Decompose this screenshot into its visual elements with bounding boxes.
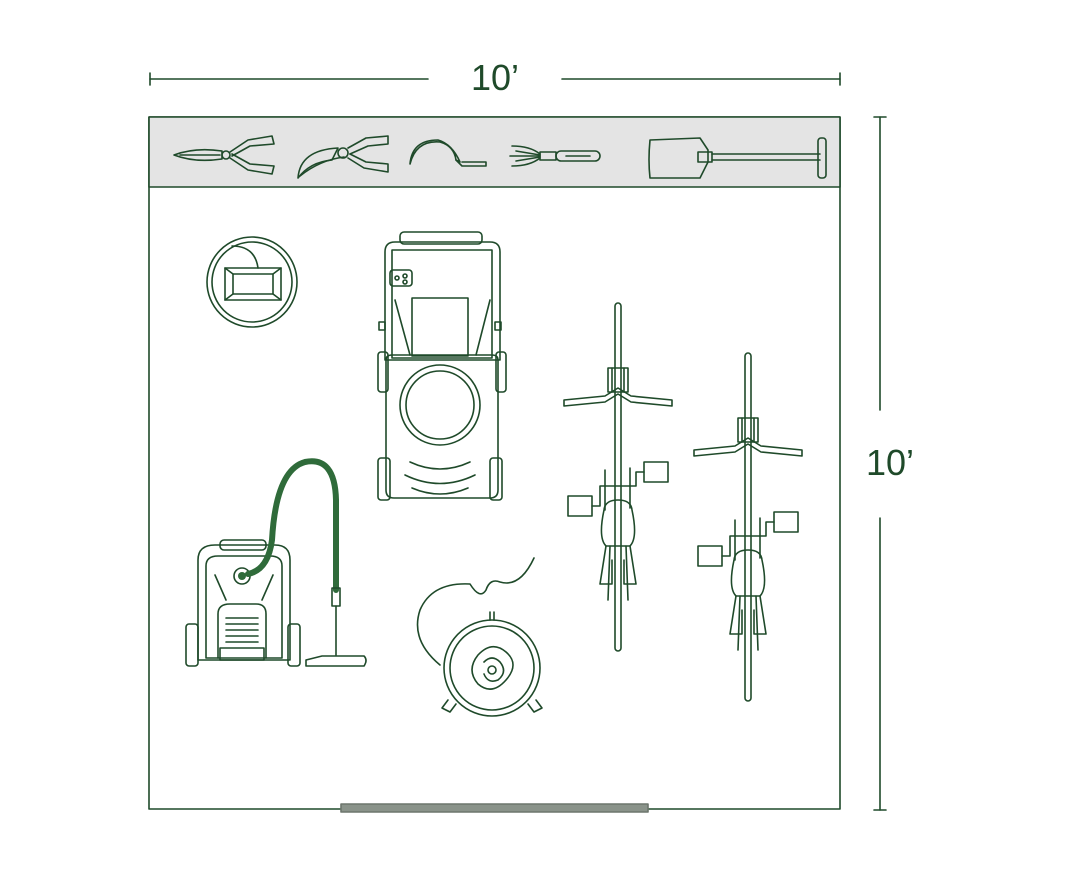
pruning-shears-icon <box>297 135 389 179</box>
width-dimension-line <box>149 72 841 86</box>
hand-rake-icon <box>509 145 601 167</box>
height-dimension-line <box>873 116 887 811</box>
lawn-mower-icon <box>377 231 507 501</box>
door <box>340 803 649 813</box>
canister-vacuum-icon <box>185 458 367 667</box>
height-dimension-label: 10’ <box>865 442 915 483</box>
width-dimension-label: 10’ <box>470 57 520 98</box>
bicycle-icon <box>563 302 673 652</box>
hose-reel-icon <box>416 557 543 717</box>
robot-mower-station-icon <box>206 236 298 328</box>
shed-outline <box>148 116 841 810</box>
tool-shelf <box>148 116 841 188</box>
bicycle-icon <box>693 352 803 702</box>
hedge-shears-icon <box>173 135 275 175</box>
sickle-icon <box>409 139 487 167</box>
shovel-icon <box>648 137 827 179</box>
